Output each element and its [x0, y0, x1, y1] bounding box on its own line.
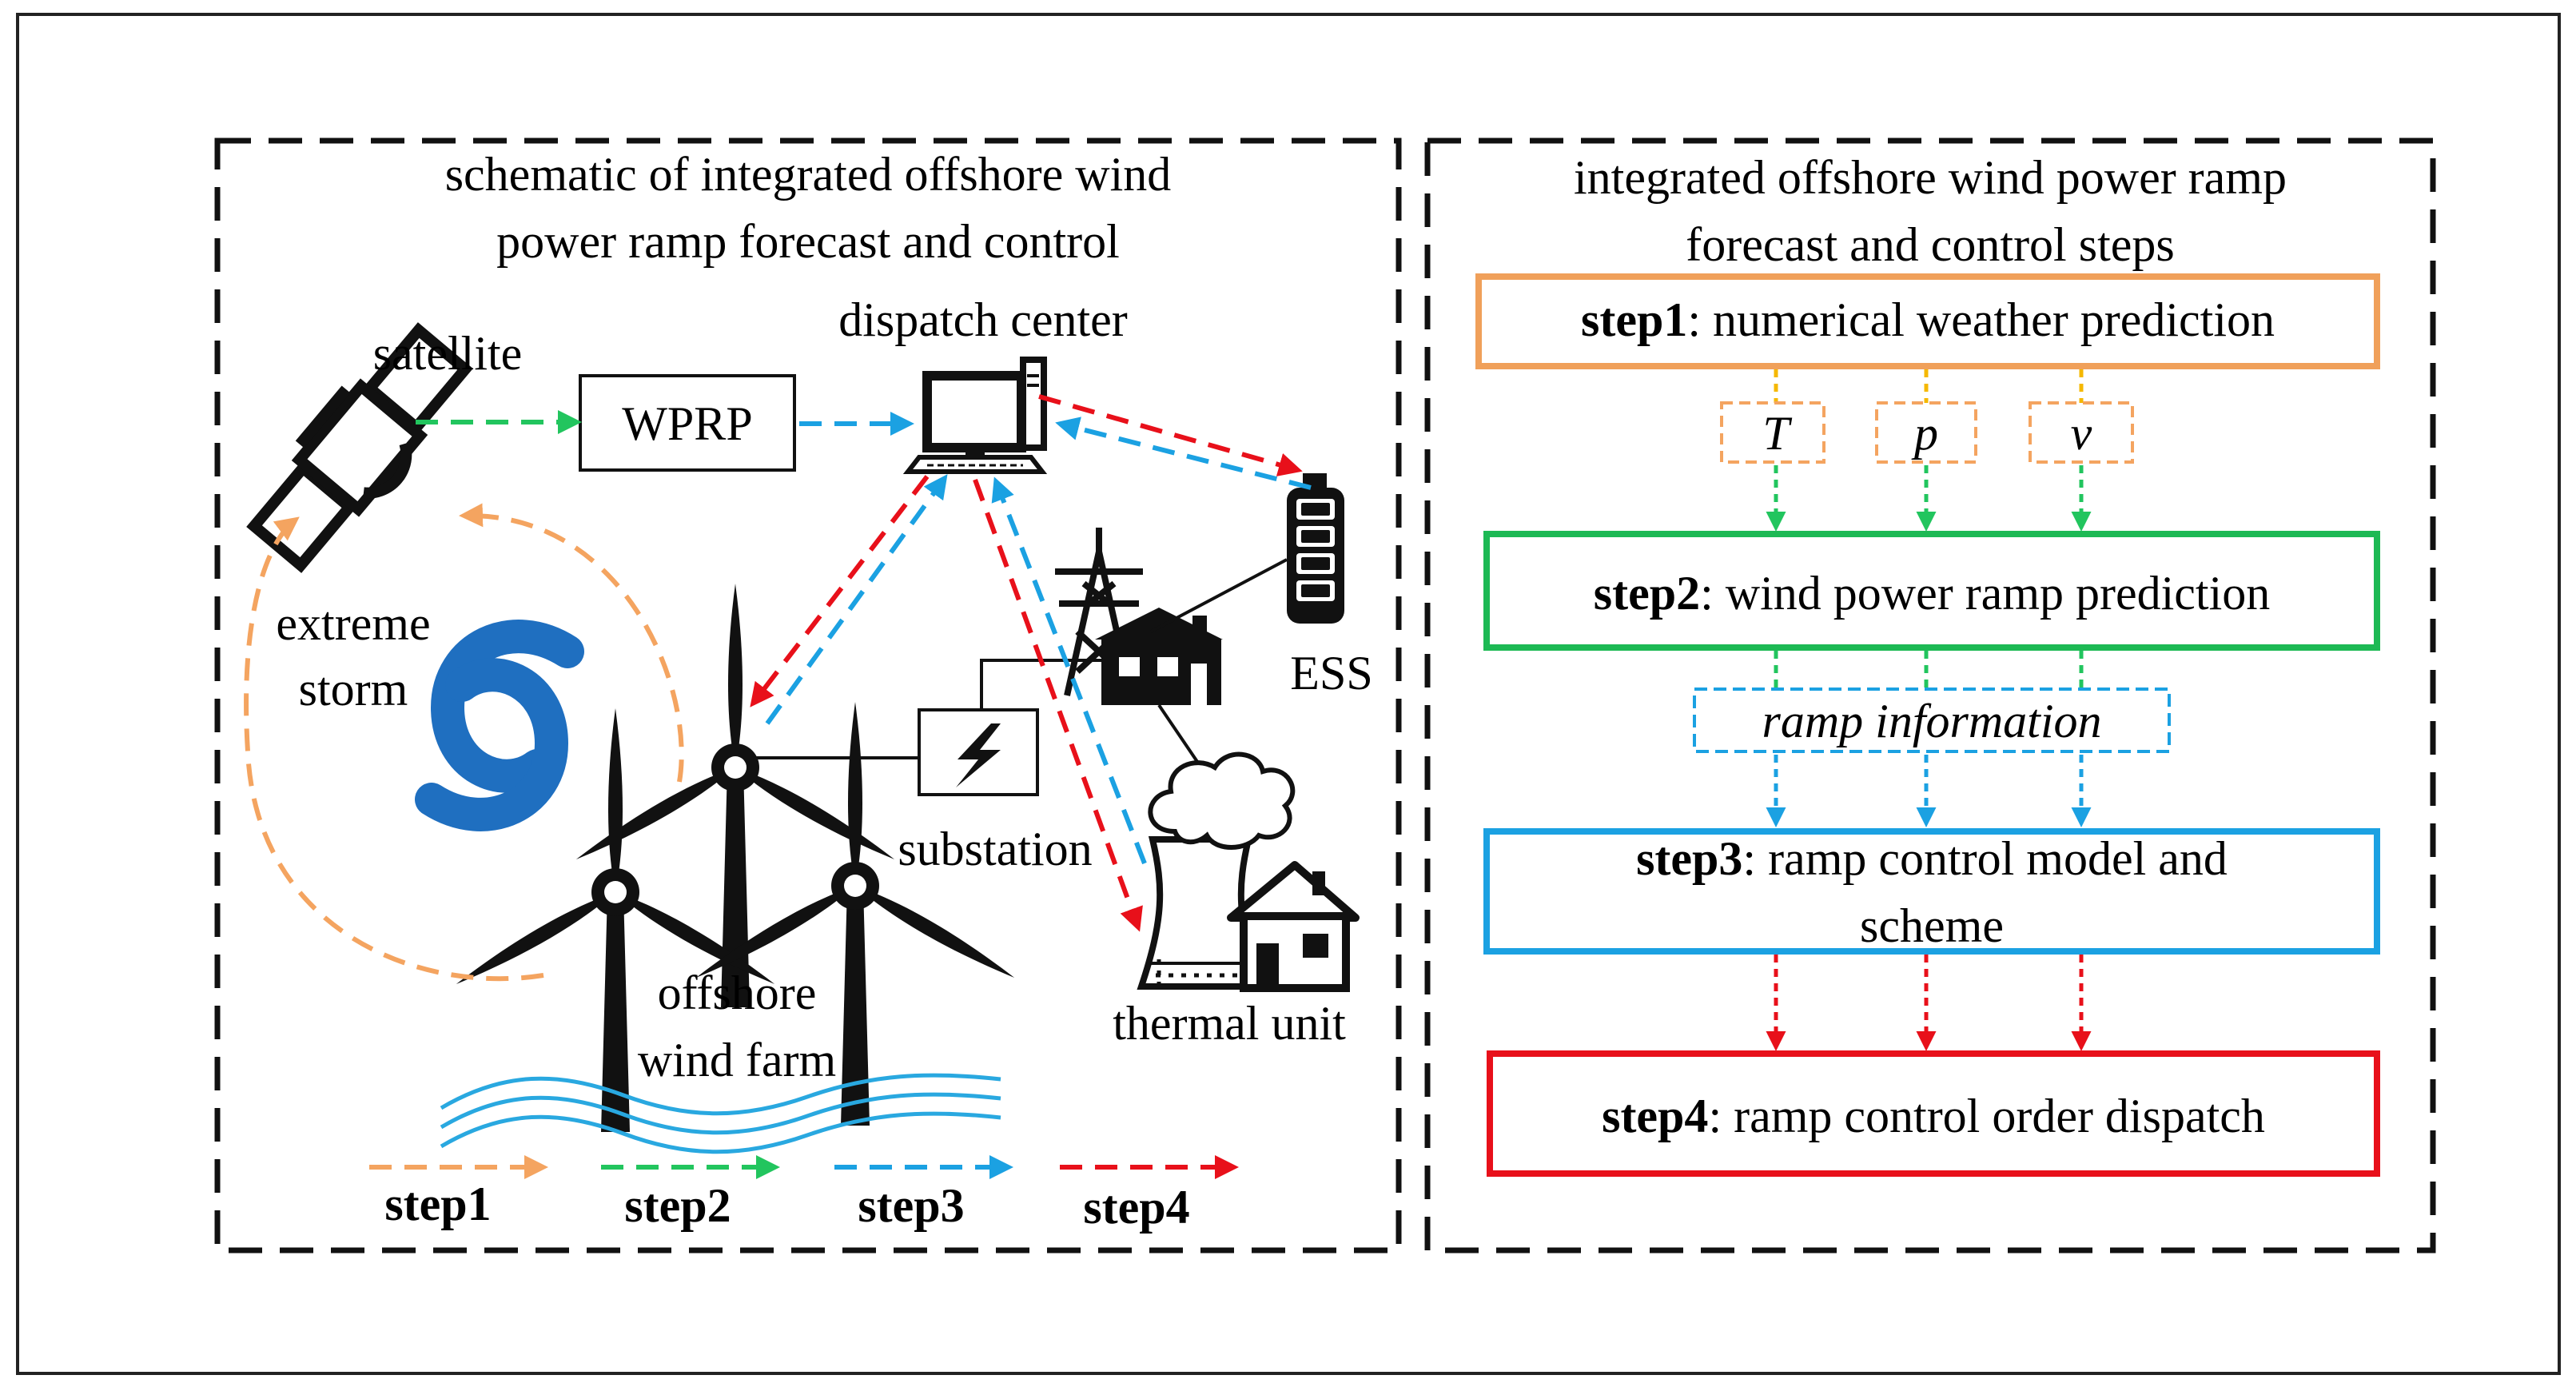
variable-p: p: [1911, 407, 1938, 460]
step3-text-line1: step3: ramp control model and: [1636, 832, 2228, 885]
step2-text: step2: wind power ramp prediction: [1594, 567, 2271, 620]
sea-waves: [440, 1073, 1001, 1154]
extreme-storm-label-line1: extreme: [276, 597, 430, 650]
step3-box: [1483, 828, 2380, 955]
left-panel-title-line1: schematic of integrated offshore wind: [445, 148, 1172, 201]
wprp-box: [579, 374, 796, 472]
step3-to-step4-arrows: [1766, 955, 2092, 1051]
thermal-unit-label: thermal unit: [1113, 997, 1346, 1050]
ramp-info-to-step3-arrows: [1766, 755, 2092, 827]
step2-box: [1483, 531, 2380, 651]
legend-step1-label: step1: [384, 1178, 491, 1230]
left-panel-frame: [214, 138, 1402, 1253]
storm-icon: [415, 620, 584, 831]
step3-flow-arrows: [765, 412, 1312, 865]
right-panel-title-line1: integrated offshore wind power ramp: [1574, 151, 2287, 204]
ramp-information-label: ramp information: [1762, 695, 2101, 747]
legend-step2-label: step2: [624, 1179, 731, 1232]
legend-step4-label: step4: [1083, 1181, 1189, 1234]
extreme-storm-label-line2: storm: [299, 663, 408, 715]
step4-box: [1487, 1050, 2380, 1177]
offshore-label-line1: offshore: [658, 967, 817, 1019]
house-icon: [1227, 861, 1360, 992]
legend: step1 step2 step3 step4: [369, 1155, 1239, 1234]
satellite-label: satellite: [373, 327, 523, 380]
step1-box: [1475, 273, 2380, 369]
step2-to-ramp-info-connectors: [1774, 651, 2084, 689]
step4-text: step4: ramp control order dispatch: [1602, 1090, 2265, 1142]
ess-label: ESS: [1290, 647, 1372, 699]
outer-frame: [16, 13, 2561, 1375]
step3-text-line2: scheme: [1860, 899, 2004, 952]
left-panel-title-line2: power ramp forecast and control: [496, 215, 1120, 268]
wprp-label: WPRP: [622, 397, 752, 450]
variable-t: T: [1762, 407, 1792, 460]
station-building-icon: [1095, 608, 1223, 705]
satellite-icon: [246, 322, 473, 573]
smoke-cloud-icon: [1148, 751, 1296, 850]
battery-icon: [1287, 473, 1344, 624]
step1-text: step1: numerical weather prediction: [1581, 293, 2275, 346]
computer-icon: [902, 357, 1048, 474]
variables-to-step2-arrows: [1766, 465, 2092, 532]
step1-to-variables-connectors: [1774, 369, 2084, 403]
step1-flow-arrows: [244, 503, 684, 982]
lightning-icon: [956, 723, 1001, 787]
step4-flow-arrows: [750, 394, 1303, 932]
offshore-label-line2: wind farm: [638, 1034, 836, 1086]
ramp-information-box: [1693, 688, 2171, 753]
dispatch-center-label: dispatch center: [838, 293, 1128, 346]
right-panel-title-line2: forecast and control steps: [1686, 218, 2174, 271]
substation-connection-line: [980, 659, 1103, 710]
variable-v: v: [2071, 407, 2092, 460]
substation-label: substation: [898, 823, 1092, 875]
ess-connection-line: [1150, 558, 1288, 633]
variable-boxes: [1720, 401, 2134, 464]
right-panel-frame: [1424, 138, 2436, 1253]
legend-step3-label: step3: [858, 1179, 964, 1232]
